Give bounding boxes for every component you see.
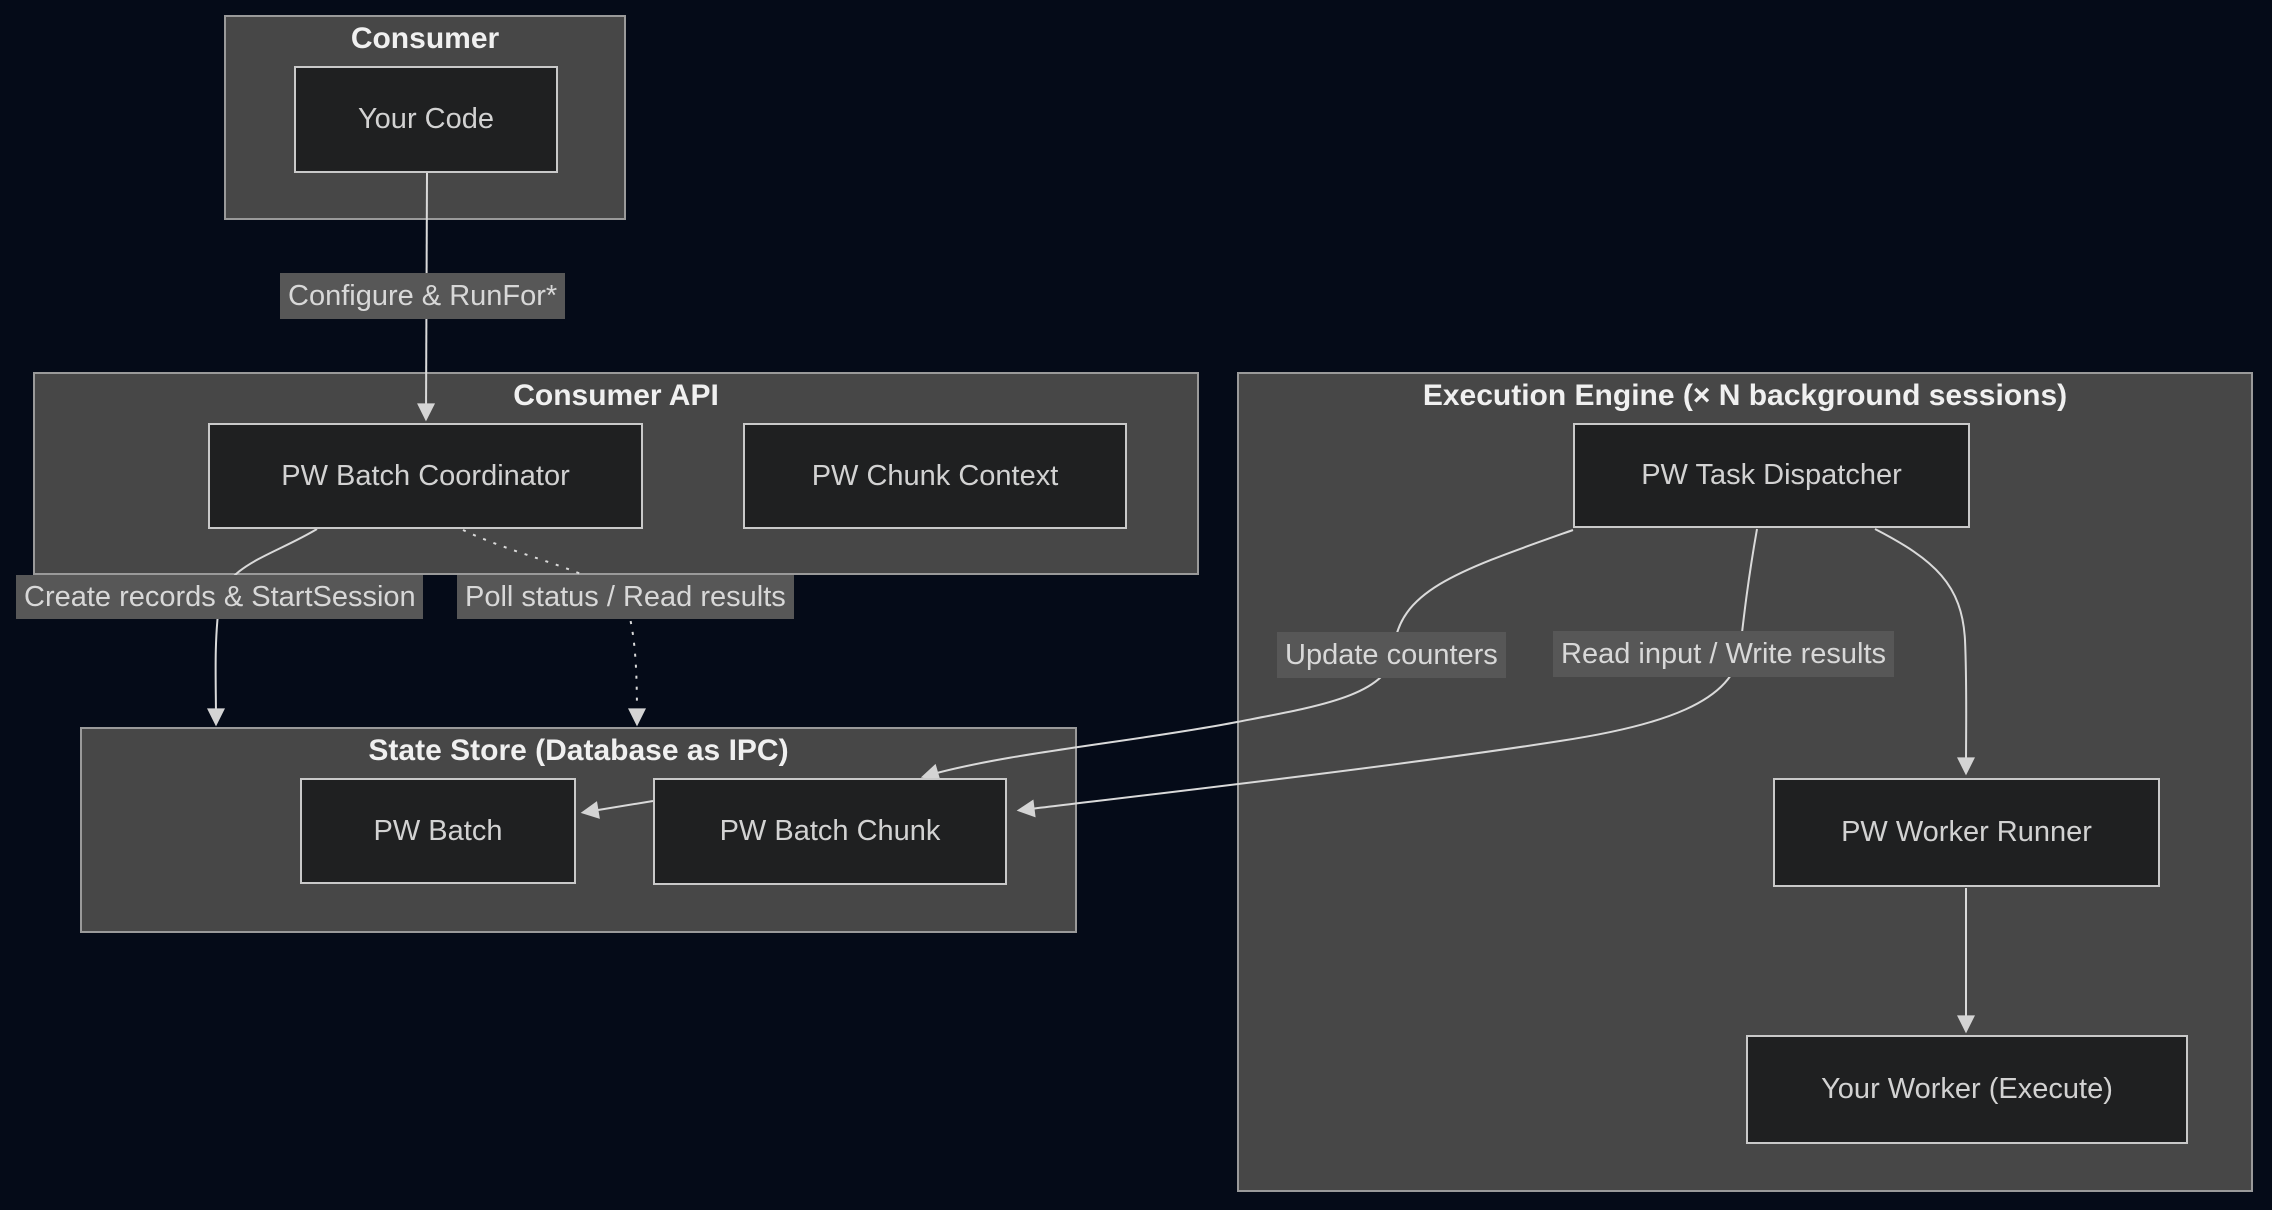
edge-coordinator-to-state-store-poll [462, 529, 646, 727]
node-pw-batch-chunk: PW Batch Chunk [653, 778, 1007, 885]
cluster-consumer-api-title: Consumer API [513, 379, 719, 412]
cluster-consumer: Consumer [224, 15, 626, 220]
edge-dispatcher-to-chunk-read [1016, 528, 1758, 818]
edge-coordinator-to-state-store-create [206, 528, 318, 727]
edge-label-poll-status: Poll status / Read results [457, 575, 794, 619]
cluster-state-store: State Store (Database as IPC) [80, 727, 1077, 933]
node-pw-task-dispatcher: PW Task Dispatcher [1573, 423, 1970, 528]
node-pw-chunk-context: PW Chunk Context [743, 423, 1127, 529]
edge-dispatcher-to-worker-runner [1874, 528, 1976, 776]
node-your-code: Your Code [294, 66, 558, 173]
node-pw-batch-coordinator: PW Batch Coordinator [208, 423, 643, 529]
cluster-state-store-title: State Store (Database as IPC) [368, 734, 789, 767]
edge-chunk-to-batch [580, 800, 654, 819]
edge-label-configure-runfor: Configure & RunFor* [280, 273, 566, 319]
edge-dispatcher-to-chunk-update [920, 529, 1574, 782]
edge-label-update-counters: Update counters [1277, 632, 1506, 678]
cluster-consumer-title: Consumer [350, 22, 500, 55]
node-pw-batch: PW Batch [300, 778, 576, 884]
edge-label-create-records: Create records & StartSession [16, 575, 423, 619]
node-pw-worker-runner: PW Worker Runner [1773, 778, 2160, 887]
edge-label-read-input: Read input / Write results [1553, 631, 1895, 677]
node-your-worker: Your Worker (Execute) [1746, 1035, 2188, 1144]
cluster-execution-engine-title: Execution Engine (× N background session… [1422, 379, 2068, 412]
